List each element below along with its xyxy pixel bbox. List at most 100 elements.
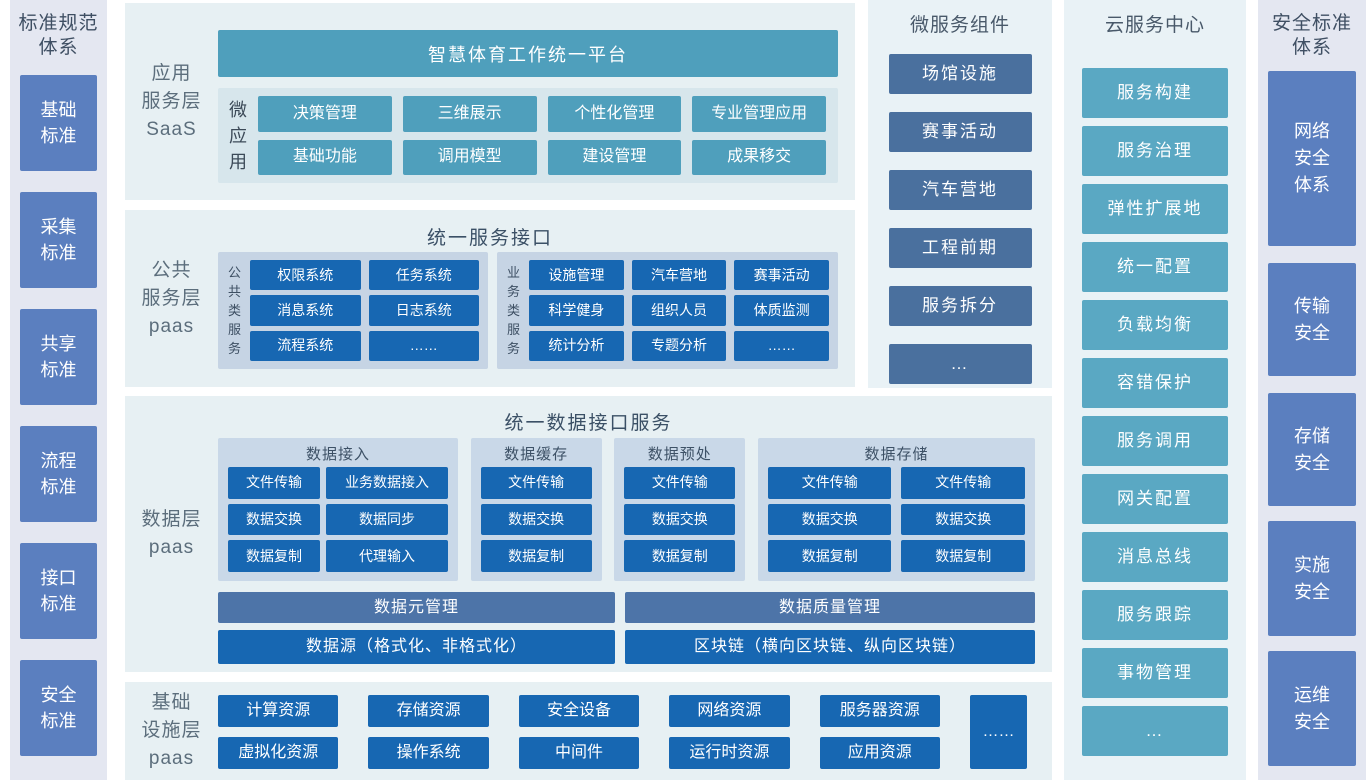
security-standards-column: 安全标准 体系 网络 安全 体系 传输 安全 存储 安全 实施 安全 运维 安全 bbox=[1258, 0, 1366, 780]
infra-box-compute: 计算资源 bbox=[218, 695, 339, 727]
cloud-center-title: 云服务中心 bbox=[1104, 15, 1205, 36]
data-box-exchange: 数据交换 bbox=[901, 503, 1025, 536]
cloud-box-message-bus: 消息总线 bbox=[1082, 532, 1228, 582]
standard-box-sharing: 共享 标准 bbox=[20, 309, 97, 405]
cloud-box-load-balancing: 负载均衡 bbox=[1082, 300, 1228, 350]
service-box-message: 消息系统 bbox=[250, 295, 361, 326]
data-layer-panel: 数据层 paas 统一数据接口服务 数据接入 文件传输 业务数据接入 数据交换 … bbox=[125, 396, 1052, 672]
service-box-facility: 设施管理 bbox=[529, 260, 624, 291]
micro-app-grid: 决策管理 三维展示 个性化管理 专业管理应用 基础功能 调用模型 建设管理 成果… bbox=[258, 96, 826, 175]
microservice-box-venues: 场馆设施 bbox=[888, 54, 1032, 94]
service-box-log: 日志系统 bbox=[368, 295, 479, 326]
infra-box-more: …… bbox=[970, 695, 1027, 769]
infra-box-virtualization: 虚拟化资源 bbox=[218, 737, 339, 769]
data-preprocess-grid: 文件传输 数据交换 数据复制 bbox=[624, 467, 736, 572]
data-storage-grid: 文件传输 文件传输 数据交换 数据交换 数据复制 数据复制 bbox=[767, 467, 1025, 572]
unified-service-interface-title: 统一服务接口 bbox=[426, 228, 553, 249]
microservice-box-camping: 汽车营地 bbox=[888, 170, 1032, 210]
app-box-model-invoke: 调用模型 bbox=[402, 139, 537, 175]
micro-app-label: 微 应 用 bbox=[229, 99, 247, 172]
standard-box-collection: 采集 标准 bbox=[20, 192, 97, 288]
data-access-title: 数据接入 bbox=[305, 446, 370, 463]
public-service-content: 公 共 类 服 务 权限系统 任务系统 消息系统 日志系统 流程系统 …… 业 … bbox=[218, 252, 838, 369]
data-layer-label: 数据层 paas bbox=[141, 509, 202, 558]
service-box-workflow: 流程系统 bbox=[250, 330, 361, 361]
data-box-exchange: 数据交换 bbox=[624, 503, 736, 536]
data-box-business-access: 业务数据接入 bbox=[326, 467, 448, 499]
metadata-management-bar: 数据元管理 bbox=[218, 592, 615, 623]
public-service-layer-label: 公共 服务层 paas bbox=[141, 259, 202, 337]
standard-box-security: 安全 标准 bbox=[20, 660, 97, 756]
service-box-permission: 权限系统 bbox=[250, 260, 361, 291]
infra-box-os: 操作系统 bbox=[368, 737, 489, 769]
data-source-bar: 数据源（格式化、非格式化） bbox=[218, 630, 615, 664]
standards-spec-column: 标准规范 体系 基础 标准 采集 标准 共享 标准 流程 标准 接口 标准 安全… bbox=[10, 0, 107, 780]
data-box-exchange: 数据交换 bbox=[767, 503, 892, 536]
data-box-replication: 数据复制 bbox=[901, 540, 1025, 572]
cloud-box-gateway-config: 网关配置 bbox=[1082, 474, 1228, 524]
data-box-sync: 数据同步 bbox=[326, 503, 448, 536]
data-storage-title: 数据存储 bbox=[864, 446, 929, 463]
app-box-handover: 成果移交 bbox=[692, 139, 826, 175]
data-storage-group: 数据存储 文件传输 文件传输 数据交换 数据交换 数据复制 数据复制 bbox=[757, 438, 1035, 581]
microservices-title: 微服务组件 bbox=[909, 15, 1010, 36]
data-box-exchange: 数据交换 bbox=[228, 503, 320, 536]
cloud-box-fault-tolerance: 容错保护 bbox=[1082, 358, 1228, 408]
data-box-exchange: 数据交换 bbox=[480, 503, 592, 536]
infrastructure-layer-label: 基础 设施层 paas bbox=[141, 692, 202, 769]
microservice-box-service-split: 服务拆分 bbox=[888, 286, 1032, 326]
cloud-box-unified-config: 统一配置 bbox=[1082, 242, 1228, 292]
security-box-operations: 运维 安全 bbox=[1268, 651, 1356, 766]
infra-box-application: 应用资源 bbox=[819, 737, 940, 769]
security-standards-title: 安全标准 体系 bbox=[1271, 13, 1352, 58]
business-services-group: 业 务 类 服 务 设施管理 汽车营地 赛事活动 科学健身 组织人员 体质监测 … bbox=[497, 252, 838, 369]
service-box-events: 赛事活动 bbox=[734, 260, 829, 291]
micro-app-panel: 微 应 用 决策管理 三维展示 个性化管理 专业管理应用 基础功能 调用模型 建… bbox=[218, 88, 838, 183]
data-box-file-transfer: 文件传输 bbox=[624, 467, 736, 499]
service-box-personnel: 组织人员 bbox=[631, 295, 727, 326]
infra-box-security-device: 安全设备 bbox=[518, 695, 640, 727]
data-box-file-transfer: 文件传输 bbox=[480, 467, 592, 499]
data-cache-grid: 文件传输 数据交换 数据复制 bbox=[480, 467, 592, 572]
microservice-box-events: 赛事活动 bbox=[888, 112, 1032, 152]
infra-box-server: 服务器资源 bbox=[819, 695, 940, 727]
cloud-box-service-build: 服务构建 bbox=[1082, 68, 1228, 118]
data-preprocess-title: 数据预处 bbox=[647, 446, 712, 463]
saas-layer-panel: 应用 服务层 SaaS 智慧体育工作统一平台 微 应 用 决策管理 三维展示 个… bbox=[125, 3, 855, 200]
standard-box-basic: 基础 标准 bbox=[20, 75, 97, 171]
data-box-replication: 数据复制 bbox=[624, 540, 736, 572]
data-management-bars: 数据元管理 数据质量管理 bbox=[218, 592, 1035, 623]
data-groups-row: 数据接入 文件传输 业务数据接入 数据交换 数据同步 数据复制 代理输入 数据缓… bbox=[218, 438, 1035, 581]
infrastructure-layer-panel: 基础 设施层 paas 计算资源 存储资源 安全设备 网络资源 服务器资源 ……… bbox=[125, 682, 1052, 780]
app-box-basic-functions: 基础功能 bbox=[258, 139, 392, 175]
app-box-construction: 建设管理 bbox=[547, 139, 682, 175]
blockchain-bar: 区块链（横向区块链、纵向区块链） bbox=[625, 630, 1035, 664]
cloud-box-transaction-mgmt: 事物管理 bbox=[1082, 648, 1228, 698]
public-service-layer-panel: 公共 服务层 paas 统一服务接口 公 共 类 服 务 权限系统 任务系统 消… bbox=[125, 210, 855, 387]
standards-spec-title: 标准规范 体系 bbox=[18, 13, 99, 58]
data-box-file-transfer: 文件传输 bbox=[901, 467, 1025, 499]
cloud-box-service-governance: 服务治理 bbox=[1082, 126, 1228, 176]
public-services-grid: 权限系统 任务系统 消息系统 日志系统 流程系统 …… bbox=[250, 260, 479, 361]
service-box-camping: 汽车营地 bbox=[631, 260, 727, 291]
service-box-task: 任务系统 bbox=[368, 260, 479, 291]
data-layer-content: 数据接入 文件传输 业务数据接入 数据交换 数据同步 数据复制 代理输入 数据缓… bbox=[218, 438, 1035, 664]
standard-box-process: 流程 标准 bbox=[20, 426, 97, 522]
infra-box-middleware: 中间件 bbox=[518, 737, 640, 769]
data-box-proxy-input: 代理输入 bbox=[326, 540, 448, 572]
business-services-grid: 设施管理 汽车营地 赛事活动 科学健身 组织人员 体质监测 统计分析 专题分析 … bbox=[529, 260, 829, 361]
cloud-box-service-invoke: 服务调用 bbox=[1082, 416, 1228, 466]
data-preprocess-group: 数据预处 文件传输 数据交换 数据复制 bbox=[614, 438, 746, 581]
cloud-service-center-column: 云服务中心 服务构建 服务治理 弹性扩展地 统一配置 负载均衡 容错保护 服务调… bbox=[1064, 0, 1246, 780]
infra-box-network: 网络资源 bbox=[669, 695, 790, 727]
security-box-network: 网络 安全 体系 bbox=[1268, 71, 1356, 246]
security-box-implementation: 实施 安全 bbox=[1268, 521, 1356, 636]
service-box-physique: 体质监测 bbox=[734, 295, 829, 326]
app-box-3d: 三维展示 bbox=[402, 96, 537, 132]
data-access-group: 数据接入 文件传输 业务数据接入 数据交换 数据同步 数据复制 代理输入 bbox=[218, 438, 458, 581]
infra-box-storage: 存储资源 bbox=[368, 695, 489, 727]
data-quality-management-bar: 数据质量管理 bbox=[625, 592, 1035, 623]
business-services-group-label: 业 务 类 服 务 bbox=[506, 265, 520, 356]
data-box-replication: 数据复制 bbox=[228, 540, 320, 572]
